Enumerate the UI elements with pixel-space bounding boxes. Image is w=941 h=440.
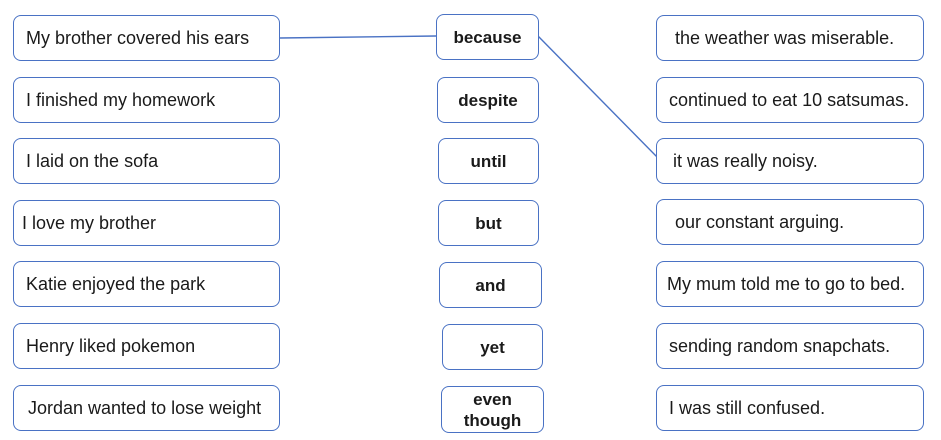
connective-box[interactable]: despite [437, 77, 539, 123]
connective-box[interactable]: yet [442, 324, 543, 370]
left-clause-box[interactable]: Henry liked pokemon [13, 323, 280, 369]
connective-box[interactable]: even though [441, 386, 544, 433]
left-clause-box[interactable]: My brother covered his ears [13, 15, 280, 61]
right-clause-box[interactable]: I was still confused. [656, 385, 924, 431]
right-clause-box[interactable]: sending random snapchats. [656, 323, 924, 369]
left-clause-box[interactable]: I finished my homework [13, 77, 280, 123]
match-line-left-to-connective [279, 35, 437, 39]
left-clause-box[interactable]: I love my brother [13, 200, 280, 246]
left-clause-box[interactable]: Jordan wanted to lose weight [13, 385, 280, 431]
match-line-connective-to-right [537, 35, 660, 160]
connective-box[interactable]: but [438, 200, 539, 246]
right-clause-box[interactable]: it was really noisy. [656, 138, 924, 184]
right-clause-box[interactable]: our constant arguing. [656, 199, 924, 245]
right-clause-box[interactable]: My mum told me to go to bed. [656, 261, 924, 307]
connective-box[interactable]: until [438, 138, 539, 184]
right-clause-box[interactable]: the weather was miserable. [656, 15, 924, 61]
right-clause-box[interactable]: continued to eat 10 satsumas. [656, 77, 924, 123]
connective-box[interactable]: and [439, 262, 542, 308]
left-clause-box[interactable]: Katie enjoyed the park [13, 261, 280, 307]
left-clause-box[interactable]: I laid on the sofa [13, 138, 280, 184]
connective-box[interactable]: because [436, 14, 539, 60]
